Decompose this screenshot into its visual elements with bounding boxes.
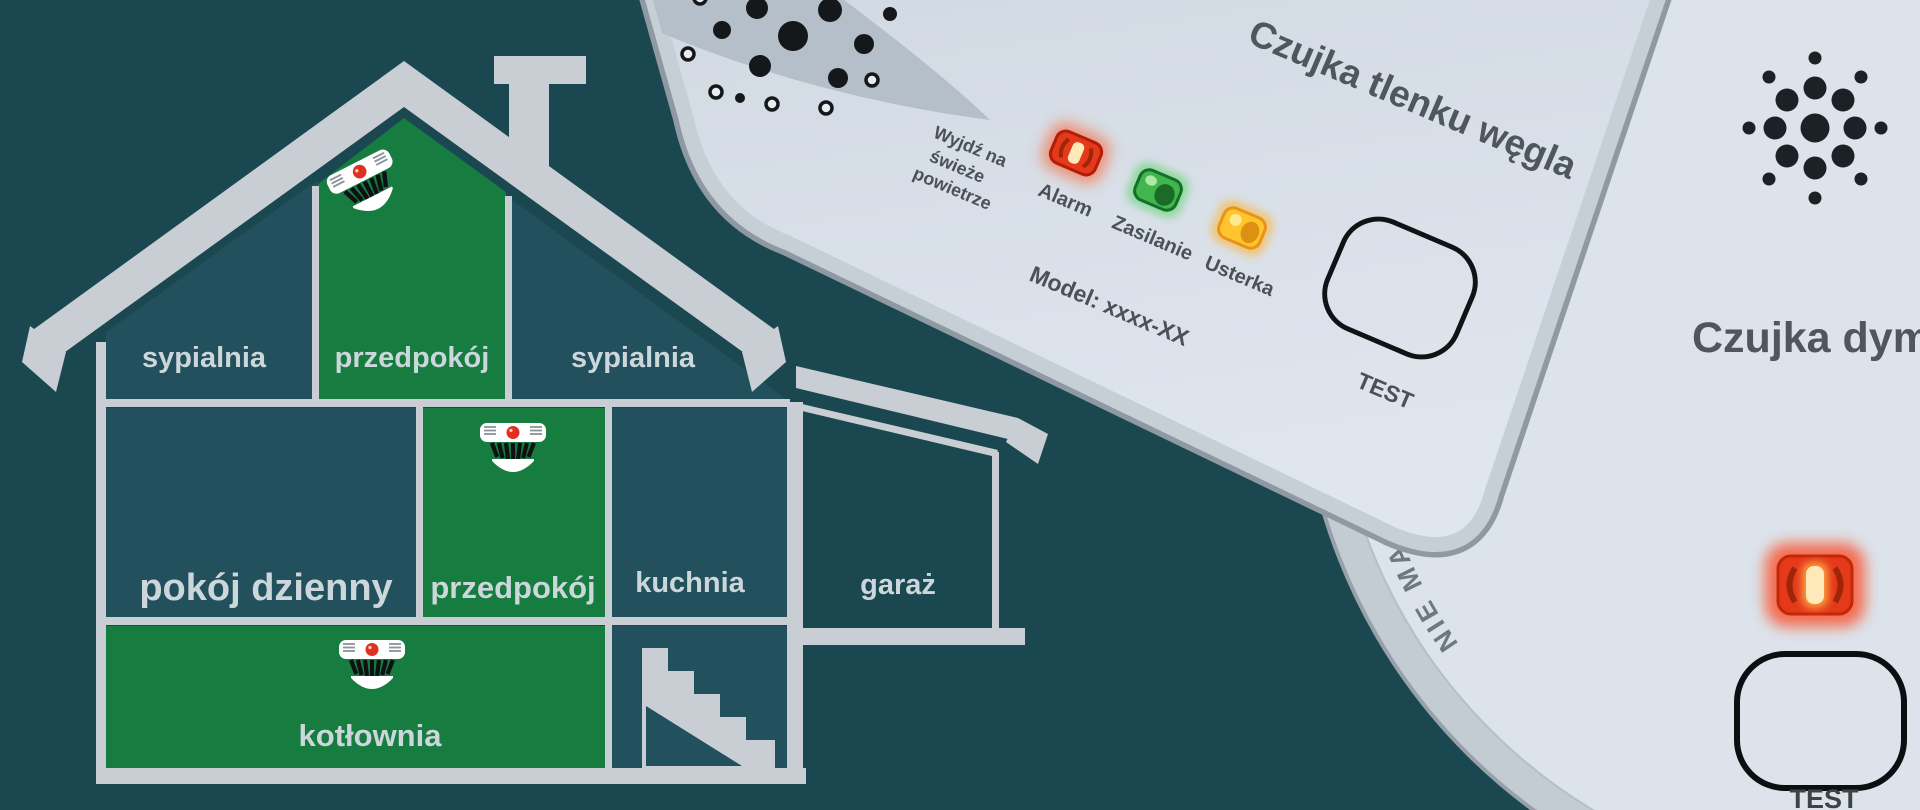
divider	[505, 196, 512, 402]
smoke-test-label: TEST	[1789, 784, 1859, 810]
smoke-test-button	[1734, 651, 1907, 791]
co-speaker-grille-icon	[680, 0, 897, 116]
floor-line-lower	[100, 617, 790, 625]
roof-eave-left	[22, 326, 66, 392]
co-fault-led	[1210, 199, 1274, 257]
label-kitchen: kuchnia	[635, 567, 745, 599]
garage-ceiling-line	[802, 404, 998, 457]
co-test-button	[1322, 216, 1478, 360]
label-living-room: pokój dzienny	[139, 567, 392, 609]
room-hallway-top	[318, 118, 506, 402]
house-structure	[22, 56, 1048, 784]
label-garage: garaż	[860, 569, 936, 601]
co-shading-swoosh	[636, 0, 990, 120]
room-kitchen	[612, 408, 789, 620]
label-hallway-middle: przedpokój	[430, 570, 595, 605]
wall-right	[787, 402, 803, 784]
smoke-detector-title: Czujka dymu	[1692, 314, 1920, 362]
divider	[605, 407, 612, 619]
roof-eave-right	[742, 326, 786, 392]
smoke-alarm-led	[1765, 543, 1865, 627]
label-bedroom-right: sypialnia	[571, 342, 696, 374]
stairs-notch	[646, 706, 742, 766]
label-bedroom-left: sypialnia	[142, 342, 267, 374]
co-power-led	[1126, 161, 1190, 219]
room-living-room	[106, 408, 417, 620]
room-bedroom-left	[106, 180, 318, 402]
garage-floor	[793, 628, 1025, 645]
label-boiler-room: kotłownia	[299, 718, 443, 753]
chimney-cap	[494, 56, 586, 84]
co-detector-device: Czujka tlenku węgla Wyjdź na świeże powi…	[636, 0, 1672, 558]
co-alarm-led	[1041, 122, 1111, 184]
garage-roof-eave	[1006, 418, 1048, 464]
divider	[416, 407, 423, 619]
room-bedroom-right	[512, 200, 790, 402]
wall-bottom	[96, 768, 806, 784]
garage-wall-right	[992, 452, 999, 630]
wall-left	[96, 342, 106, 782]
divider	[312, 186, 319, 402]
speaker-grille-icon	[1742, 51, 1888, 205]
garage-roof	[796, 366, 1018, 440]
co-body	[645, 0, 1666, 552]
label-hallway-top: przedpokój	[335, 342, 490, 374]
floor-line-upper	[100, 399, 790, 407]
divider	[605, 625, 612, 772]
